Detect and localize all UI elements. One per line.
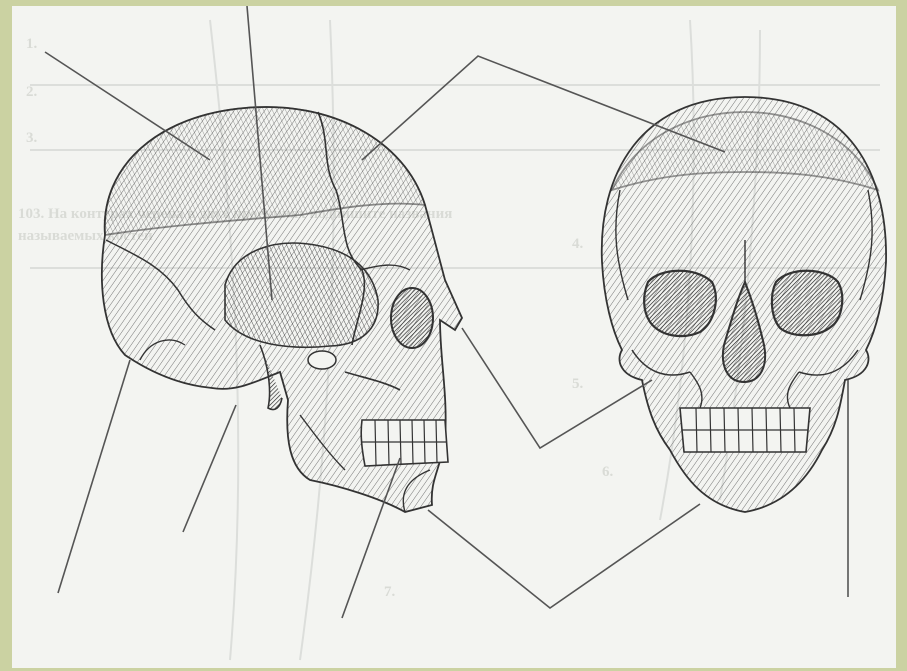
leader-line-5: [183, 405, 236, 532]
leader-line-4: [58, 360, 130, 593]
skull-frontal-icon: [602, 97, 886, 512]
skull-lateral-icon: [102, 107, 462, 512]
worksheet-paper: 1. 2. 3. 103. На контурах черепа в двух …: [12, 6, 896, 668]
leader-line-1: [45, 52, 210, 160]
skull-diagram: [12, 6, 896, 668]
